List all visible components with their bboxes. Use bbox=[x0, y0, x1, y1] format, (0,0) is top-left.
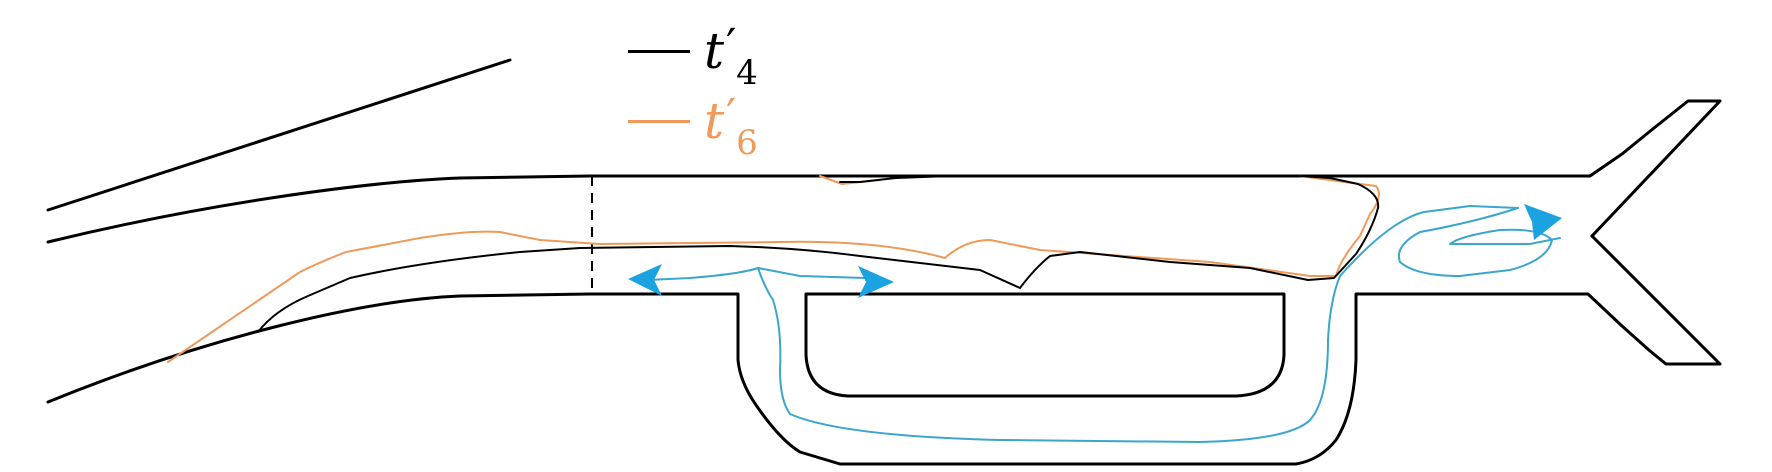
channel-geometry bbox=[46, 58, 1722, 466]
legend-label-t6: t′6 bbox=[704, 88, 758, 163]
vortex-arrow-icon bbox=[1524, 204, 1562, 240]
legend-label-t4: t′4 bbox=[704, 18, 758, 93]
channel-bottom-wall bbox=[46, 234, 1722, 466]
bypass-island bbox=[804, 292, 1286, 398]
flow-streamlines bbox=[647, 205, 1561, 443]
legend-swatch-t6 bbox=[628, 119, 690, 123]
channel-top-wall bbox=[46, 99, 1722, 244]
vortex-flow-line bbox=[1398, 207, 1561, 277]
legend-item-t6: t′6 bbox=[628, 88, 758, 163]
upper-inlet-wall bbox=[46, 58, 512, 212]
legend-swatch-t4 bbox=[628, 49, 690, 53]
left-arrow-icon bbox=[628, 264, 662, 296]
contour-t6 bbox=[167, 175, 1380, 363]
contour-t4 bbox=[257, 175, 1380, 333]
legend-item-t4: t′4 bbox=[628, 18, 758, 93]
bypass-flow-line bbox=[647, 205, 1519, 443]
flow-arrows bbox=[628, 204, 1562, 298]
right-branch-flow-line bbox=[757, 267, 867, 279]
right-arrow-icon bbox=[858, 266, 894, 298]
